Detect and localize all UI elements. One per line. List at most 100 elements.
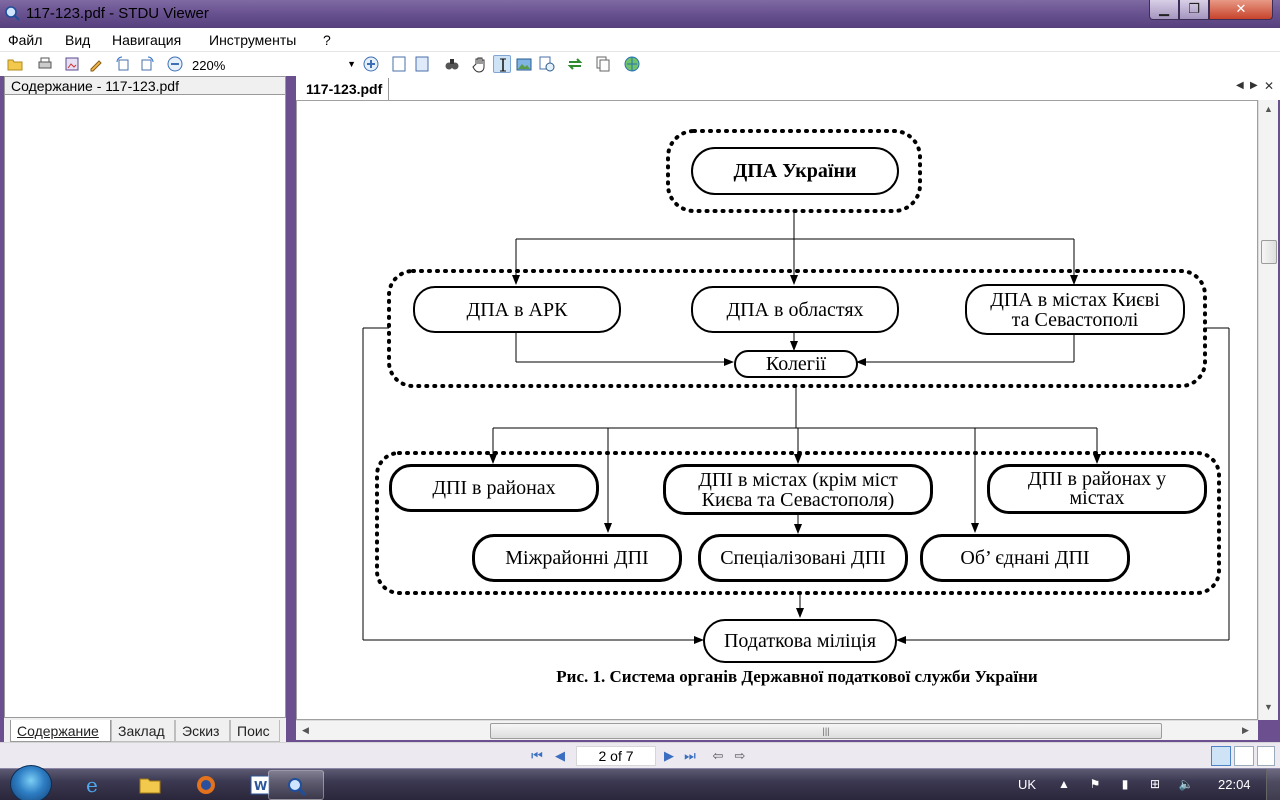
menu-navigation[interactable]: Навигация <box>112 32 182 48</box>
status-bar: ⏮ ◀ 2 of 7 ▶ ⏭ ⇦ ⇨ <box>0 742 1280 768</box>
continuous-view-icon[interactable] <box>1234 746 1254 766</box>
sidebar-panel: Содержание - 117-123.pdf Содержание Закл… <box>4 76 286 744</box>
horizontal-scroll-thumb[interactable]: ||| <box>490 723 1162 739</box>
volume-icon[interactable]: 🔈 <box>1178 777 1194 791</box>
find-icon[interactable] <box>443 55 461 73</box>
tab-bookmarks-label: Заклад <box>118 723 165 739</box>
history-forward-icon[interactable]: ⇨ <box>734 748 746 763</box>
sync-arrows-icon[interactable] <box>566 55 584 73</box>
stdu-viewer-taskbar-icon[interactable] <box>268 770 324 800</box>
node-united-dpi: Об’ єднані ДПІ <box>920 534 1130 582</box>
export-image-icon[interactable] <box>63 55 81 73</box>
tab-scroll-right-icon[interactable]: ▶ <box>1250 80 1258 91</box>
menu-file[interactable]: Файл <box>8 32 43 48</box>
node-specialized-dpi: Спеціалізовані ДПІ <box>698 534 908 582</box>
internet-explorer-icon[interactable]: e <box>66 770 122 800</box>
zoom-select[interactable]: 220% ▼ <box>186 55 358 74</box>
stdu-viewer-app-icon[interactable] <box>4 5 20 21</box>
node-dpi-city-districts: ДПІ в районах у містах <box>987 464 1207 514</box>
show-hidden-icons-icon[interactable]: ▲ <box>1058 777 1070 791</box>
menu-help[interactable]: ? <box>323 32 331 48</box>
tab-thumbnails-label: Эскиз <box>182 723 220 739</box>
tab-contents-label: Содержание <box>17 723 99 739</box>
edit-icon[interactable] <box>87 55 105 73</box>
minimize-button[interactable]: ▁ <box>1149 0 1179 20</box>
file-explorer-icon[interactable] <box>122 770 178 800</box>
battery-icon[interactable]: ▮ <box>1121 777 1129 791</box>
network-icon[interactable]: ⊞ <box>1149 777 1161 791</box>
diagram-connectors <box>362 129 1230 644</box>
facing-view-icon[interactable] <box>1257 746 1275 766</box>
svg-text:W: W <box>254 779 267 793</box>
org-diagram: ДПА України ДПА в АРК ДПА в областях ДПА… <box>297 101 1259 721</box>
node-dpi-cities: ДПІ в містах (крім міст Києва та Севасто… <box>663 464 933 515</box>
zoom-area-icon[interactable] <box>538 55 556 73</box>
firefox-icon[interactable] <box>178 770 234 800</box>
horizontal-scrollbar[interactable]: ◀ ||| ▶ <box>296 720 1258 740</box>
tab-contents[interactable]: Содержание <box>10 720 111 742</box>
title-bar: 117-123.pdf - STDU Viewer ▁ ❐ ✕ <box>0 0 1280 28</box>
zoom-out-icon[interactable] <box>166 55 184 73</box>
open-folder-icon[interactable] <box>6 55 24 73</box>
menu-bar: Файл Вид Навигация Инструменты ? <box>0 28 1280 52</box>
svg-text:e: e <box>86 774 98 796</box>
document-view[interactable]: ДПА України ДПА в АРК ДПА в областях ДПА… <box>296 100 1258 720</box>
history-back-icon[interactable]: ⇦ <box>712 748 724 763</box>
action-center-flag-icon[interactable]: ⚑ <box>1089 777 1101 791</box>
contents-tree[interactable] <box>4 94 286 718</box>
scroll-up-icon[interactable]: ▲ <box>1264 104 1273 114</box>
clock[interactable]: 22:04 <box>1218 777 1251 792</box>
web-update-icon[interactable] <box>623 55 641 73</box>
toolbar: 220% ▼ <box>0 52 1280 76</box>
taskbar: e W UK ▲ ⚑ ▮ ⊞ 🔈 22:04 <box>0 765 1280 800</box>
zoom-value: 220% <box>192 58 226 73</box>
scroll-left-icon[interactable]: ◀ <box>302 725 309 735</box>
language-indicator[interactable]: UK <box>1018 777 1037 792</box>
page-indicator[interactable]: 2 of 7 <box>576 746 656 766</box>
node-tax-police: Податкова міліція <box>703 619 897 663</box>
scroll-down-icon[interactable]: ▼ <box>1264 702 1273 712</box>
figure-caption: Рис. 1. Система органів Державної податк… <box>556 667 1038 686</box>
close-button[interactable]: ✕ <box>1209 0 1273 20</box>
node-dpa-oblasts: ДПА в областях <box>691 286 899 333</box>
single-page-view-icon[interactable] <box>1211 746 1231 766</box>
maximize-button[interactable]: ❐ <box>1179 0 1209 20</box>
snapshot-icon[interactable] <box>515 55 533 73</box>
node-dpi-districts: ДПІ в районах <box>389 464 599 512</box>
copy-icon[interactable] <box>594 55 612 73</box>
actual-size-icon[interactable] <box>390 55 408 73</box>
sidebar-header: Содержание - 117-123.pdf <box>4 76 286 94</box>
rotate-right-icon[interactable] <box>138 55 156 73</box>
show-desktop-button[interactable] <box>1266 769 1280 800</box>
node-kolehii: Колегії <box>734 350 858 378</box>
first-page-icon[interactable]: ⏮ <box>531 748 543 763</box>
tab-search[interactable]: Поис <box>230 720 280 742</box>
window-title: 117-123.pdf - STDU Viewer <box>26 5 209 22</box>
vertical-scroll-thumb[interactable] <box>1261 240 1277 264</box>
hand-tool-icon[interactable] <box>471 55 489 73</box>
rotate-left-icon[interactable] <box>114 55 132 73</box>
tab-scroll-left-icon[interactable]: ◀ <box>1236 80 1244 91</box>
tab-search-label: Поис <box>237 723 270 739</box>
scroll-right-icon[interactable]: ▶ <box>1242 725 1249 735</box>
start-button[interactable] <box>10 765 52 800</box>
node-dpa-ukraine: ДПА України <box>691 147 899 195</box>
vertical-scrollbar[interactable]: ▲ ▼ <box>1258 100 1278 720</box>
zoom-in-icon[interactable] <box>362 55 380 73</box>
previous-page-icon[interactable]: ◀ <box>555 748 565 763</box>
node-dpa-ark: ДПА в АРК <box>413 286 621 333</box>
next-page-icon[interactable]: ▶ <box>664 748 674 763</box>
close-tab-icon[interactable]: ✕ <box>1264 79 1275 93</box>
word-icon[interactable]: W <box>232 770 288 800</box>
tab-bookmarks[interactable]: Заклад <box>111 720 175 742</box>
menu-tools[interactable]: Инструменты <box>209 32 297 48</box>
last-page-icon[interactable]: ⏭ <box>684 748 696 763</box>
tab-document[interactable]: 117-123.pdf <box>300 78 390 100</box>
dropdown-arrow-icon[interactable]: ▼ <box>347 59 356 69</box>
tab-thumbnails[interactable]: Эскиз <box>175 720 230 742</box>
menu-view[interactable]: Вид <box>65 32 91 48</box>
select-text-icon[interactable] <box>493 55 511 73</box>
fit-page-icon[interactable] <box>413 55 431 73</box>
document-tab-bar: 117-123.pdf ◀ ▶ ✕ <box>296 76 1280 100</box>
print-icon[interactable] <box>36 55 54 73</box>
